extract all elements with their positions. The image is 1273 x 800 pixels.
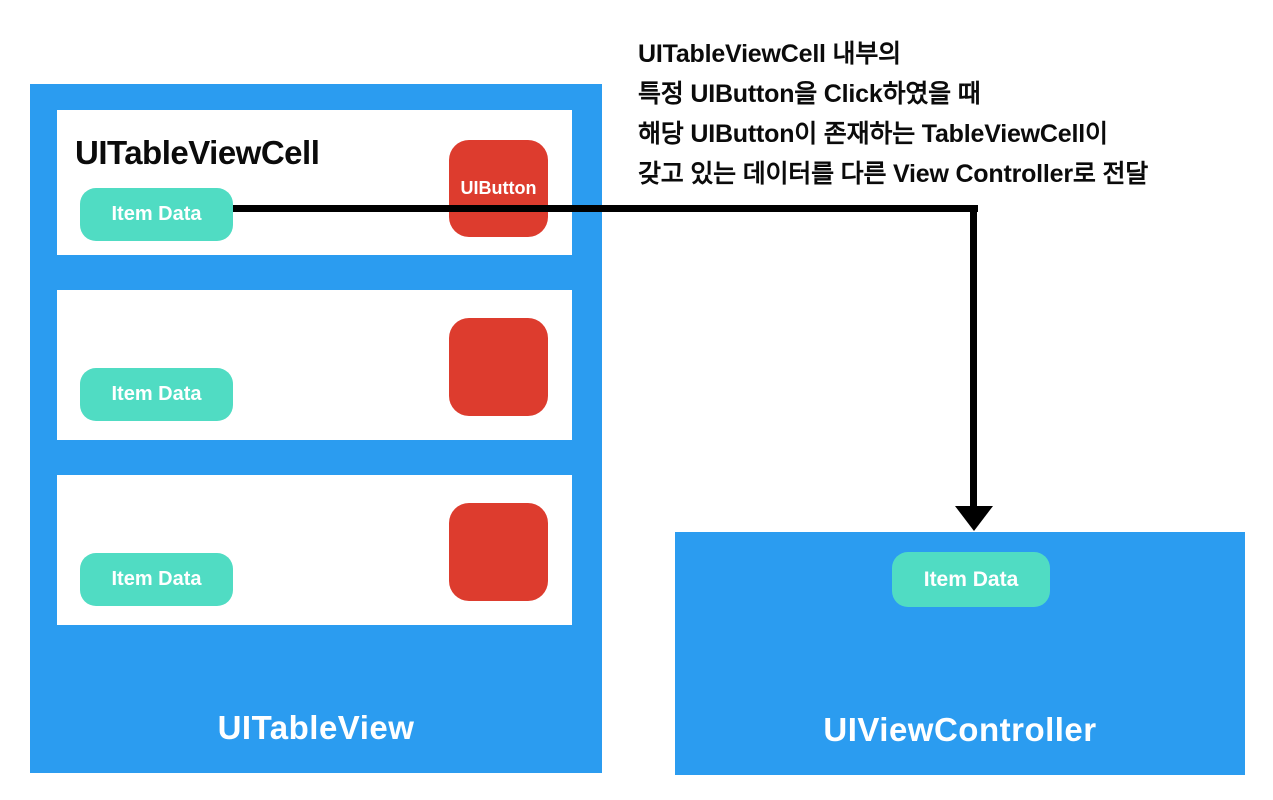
uiviewcontroller-label: UIViewController	[823, 711, 1097, 748]
uitableviewcell-title: UITableViewCell	[75, 134, 320, 171]
table-view-cell-3: Item Data	[57, 475, 572, 625]
uibutton-cell-3[interactable]	[449, 503, 548, 601]
item-data-label: Item Data	[923, 567, 1019, 591]
table-view-cell-2: Item Data	[57, 290, 572, 440]
data-flow-arrow-vertical	[970, 205, 977, 507]
uitableview-label: UITableView	[217, 709, 415, 746]
annotation-line-3: 해당 UIButton이 존재하는 TableViewCell이	[638, 120, 1108, 148]
annotation-line-4: 갖고 있는 데이터를 다른 View Controller로 전달	[638, 160, 1149, 188]
data-flow-arrowhead-icon	[955, 506, 993, 531]
annotation-line-2: 특정 UIButton을 Click하였을 때	[638, 80, 981, 108]
item-data-badge-cell-2: Item Data	[80, 368, 233, 421]
item-data-label: Item Data	[111, 568, 202, 590]
uibutton-cell-2[interactable]	[449, 318, 548, 416]
item-data-badge-cell-1: Item Data	[80, 188, 233, 241]
table-view-cell-1: UITableViewCell Item Data UIButton	[57, 110, 572, 255]
item-data-label: Item Data	[111, 383, 202, 405]
uitableview-box: UITableViewCell Item Data UIButton Item …	[30, 84, 602, 773]
uibutton-label: UIButton	[460, 178, 537, 198]
annotation-line-1: UITableViewCell 내부의	[638, 40, 901, 68]
uibutton-cell-1[interactable]: UIButton	[449, 140, 548, 237]
item-data-badge-viewcontroller: Item Data	[892, 552, 1050, 607]
data-flow-arrow-horizontal	[233, 205, 978, 212]
item-data-badge-cell-3: Item Data	[80, 553, 233, 606]
annotation-text: UITableViewCell 내부의 특정 UIButton을 Click하였…	[638, 34, 1238, 194]
item-data-label: Item Data	[111, 203, 202, 225]
uiviewcontroller-box: Item Data UIViewController	[675, 532, 1245, 775]
